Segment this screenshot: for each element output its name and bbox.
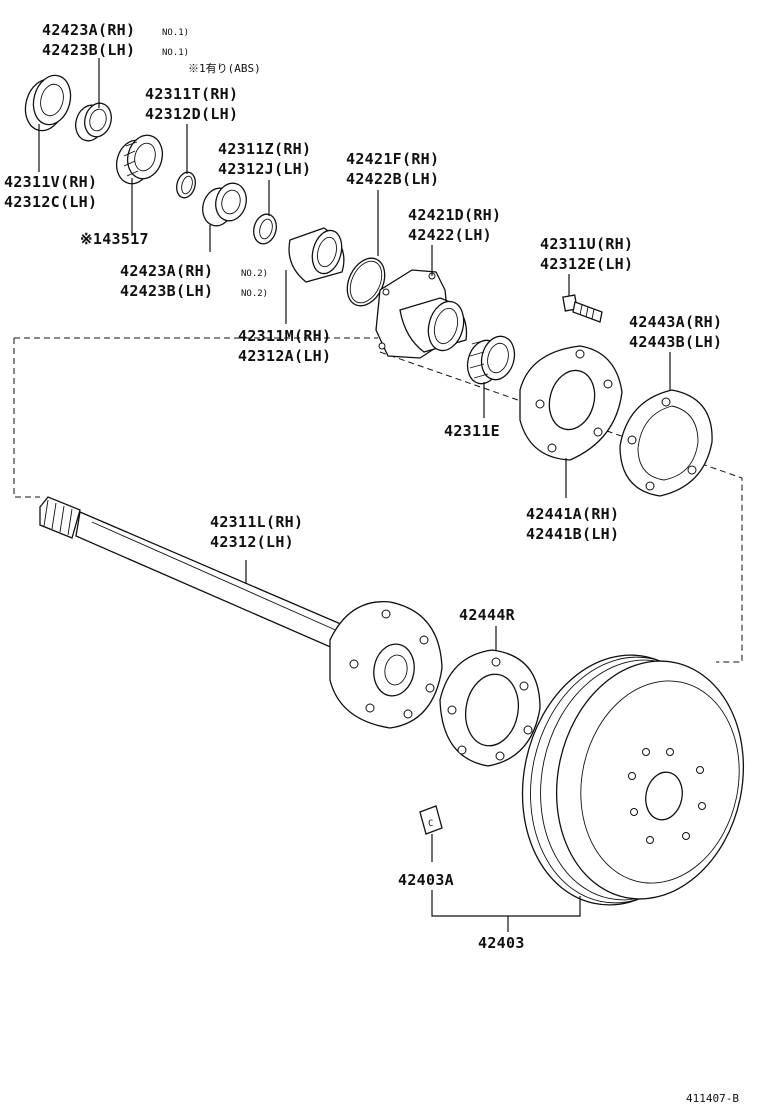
backing-plate-42441a[interactable] bbox=[519, 345, 623, 461]
label-42443b[interactable]: 42443B(LH) bbox=[629, 333, 722, 351]
caution-label-42403a[interactable]: C bbox=[419, 805, 443, 835]
part-number-labels: ※1有り(ABS) 42423A(RH) NO.1) 42423B(LH) NO… bbox=[4, 21, 739, 1105]
gasket-42444r[interactable] bbox=[439, 649, 541, 767]
ring-42311z[interactable] bbox=[250, 212, 279, 247]
label-42441b[interactable]: 42441B(LH) bbox=[526, 525, 619, 543]
hub-bolt-42311u[interactable] bbox=[562, 294, 603, 323]
label-42312a[interactable]: 42312A(LH) bbox=[238, 347, 331, 365]
bearing-race-42423a-no1[interactable] bbox=[72, 100, 115, 144]
svg-text:C: C bbox=[428, 819, 433, 829]
spacer-sleeve-42311m[interactable] bbox=[288, 227, 346, 283]
label-42423a-no2-suffix: NO.2) bbox=[241, 269, 268, 279]
label-42421f[interactable]: 42421F(RH) bbox=[346, 150, 439, 168]
axle-shaft-42311l[interactable] bbox=[39, 496, 443, 729]
label-42311m[interactable]: 42311M(RH) bbox=[238, 327, 331, 345]
label-42311u[interactable]: 42311U(RH) bbox=[540, 235, 633, 253]
bearing-race-42423a-no2[interactable] bbox=[199, 180, 251, 229]
label-42422[interactable]: 42422(LH) bbox=[408, 226, 492, 244]
label-42444r[interactable]: 42444R bbox=[459, 606, 516, 624]
label-42311e[interactable]: 42311E bbox=[444, 422, 500, 440]
seal-42311e[interactable] bbox=[463, 333, 519, 388]
label-143517[interactable]: ※143517 bbox=[80, 230, 149, 248]
label-42423b-no1-suffix: NO.1) bbox=[162, 48, 189, 58]
label-42403[interactable]: 42403 bbox=[478, 934, 525, 952]
label-42423b-no2[interactable]: 42423B(LH) bbox=[120, 282, 213, 300]
abs-note: ※1有り(ABS) bbox=[188, 61, 261, 75]
label-42312c[interactable]: 42312C(LH) bbox=[4, 193, 97, 211]
label-42311l[interactable]: 42311L(RH) bbox=[210, 513, 303, 531]
label-42423b-no2-suffix: NO.2) bbox=[241, 289, 268, 299]
label-42423b-no1[interactable]: 42423B(LH) bbox=[42, 41, 135, 59]
leader-lines bbox=[38, 58, 671, 932]
label-42423a-no1[interactable]: 42423A(RH) bbox=[42, 21, 135, 39]
label-42421d[interactable]: 42421D(RH) bbox=[408, 206, 501, 224]
oil-seal-42311v[interactable] bbox=[20, 71, 76, 135]
label-42403a[interactable]: 42403A bbox=[398, 871, 454, 889]
bearing-housing-42421d[interactable] bbox=[375, 269, 469, 359]
label-42423a-no2[interactable]: 42423A(RH) bbox=[120, 262, 213, 280]
label-42311z[interactable]: 42311Z(RH) bbox=[218, 140, 311, 158]
snap-ring-42311t[interactable] bbox=[174, 170, 198, 200]
brake-drum-42403[interactable] bbox=[500, 637, 760, 923]
label-42441a[interactable]: 42441A(RH) bbox=[526, 505, 619, 523]
figure-id: 411407-B bbox=[686, 1092, 739, 1105]
roller-bearing-143517[interactable] bbox=[112, 131, 167, 187]
gasket-42443a[interactable] bbox=[619, 389, 713, 497]
label-42312d[interactable]: 42312D(LH) bbox=[145, 105, 238, 123]
label-42311t[interactable]: 42311T(RH) bbox=[145, 85, 238, 103]
label-42312j[interactable]: 42312J(LH) bbox=[218, 160, 311, 178]
label-42311v[interactable]: 42311V(RH) bbox=[4, 173, 97, 191]
label-42423a-no1-suffix: NO.1) bbox=[162, 28, 189, 38]
label-42443a[interactable]: 42443A(RH) bbox=[629, 313, 722, 331]
label-42312e[interactable]: 42312E(LH) bbox=[540, 255, 633, 273]
label-42422b[interactable]: 42422B(LH) bbox=[346, 170, 439, 188]
label-42312[interactable]: 42312(LH) bbox=[210, 533, 294, 551]
